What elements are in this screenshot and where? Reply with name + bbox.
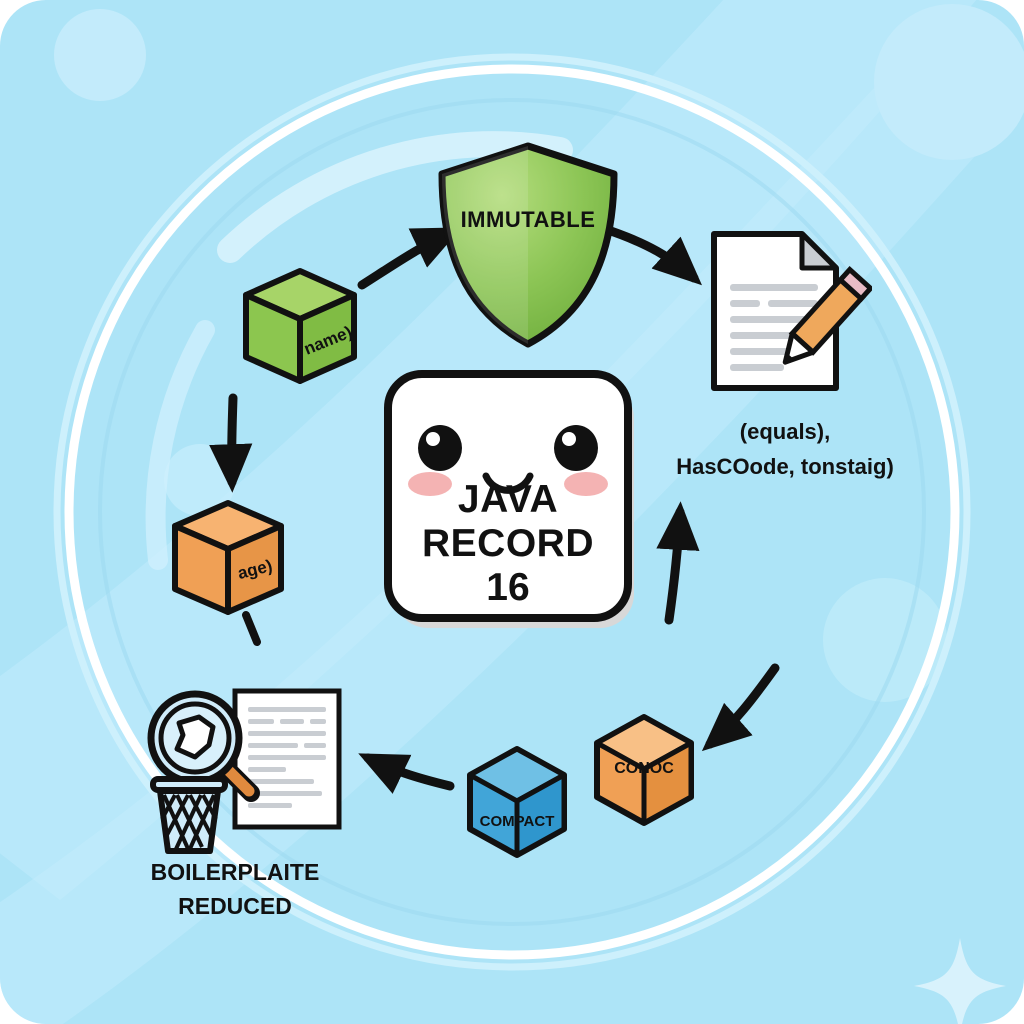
gloss-highlight-arc — [217, 131, 573, 263]
card-title-line2: RECORD — [421, 522, 594, 565]
methods-caption-line2: HasCOode, tonstaig) — [676, 454, 894, 479]
arrow-compact-to-boilerplate — [358, 753, 455, 794]
card-title-line3: 16 — [486, 566, 530, 609]
hex-conoc-label: CONOC — [614, 760, 674, 777]
arrow-methods-up — [656, 501, 700, 625]
hex-compact-label: COMPACT — [479, 813, 555, 830]
hex-compact[interactable]: COMPACT — [463, 744, 571, 860]
boilerplate-caption-line1: BOILERPLAITE — [150, 859, 320, 885]
document-icon — [232, 688, 342, 830]
thin-ring — [98, 98, 926, 926]
circle-top-right — [874, 4, 1024, 160]
arrow-shield-to-document — [597, 223, 702, 286]
shield-immutable[interactable]: IMMUTABLE — [432, 140, 624, 350]
methods-caption-line1: (equals), — [739, 419, 831, 444]
java-record-mascot-card[interactable]: JAVA RECORD 16 — [378, 366, 650, 644]
sparkle-bottom-right — [914, 938, 1006, 1024]
main-white-ring — [64, 64, 960, 960]
circle-top-left — [54, 9, 146, 101]
shield-label: IMMUTABLE — [460, 207, 596, 232]
gloss-highlight-arc-2 — [145, 320, 215, 570]
pencil-icon — [782, 266, 872, 365]
arrow-cube-to-shield — [357, 227, 462, 290]
document-pencil[interactable] — [706, 228, 872, 396]
boilerplate-cleanup[interactable] — [133, 683, 353, 863]
arrow-to-conoc — [701, 663, 780, 752]
outer-soft-ring — [53, 53, 971, 971]
cube-age[interactable]: age) — [168, 498, 288, 620]
trash-bin-icon — [150, 776, 228, 854]
cube-name[interactable]: name) — [238, 265, 362, 389]
circle-mid-right — [823, 578, 947, 702]
hex-conoc[interactable]: CONOC — [590, 712, 698, 828]
tick-mark-below-age — [242, 611, 261, 646]
boilerplate-caption-line2: REDUCED — [178, 893, 292, 919]
card-title-line1: JAVA — [457, 478, 559, 521]
magnifier-icon — [147, 690, 260, 802]
arrow-cube-name-to-cube-age — [209, 393, 253, 493]
